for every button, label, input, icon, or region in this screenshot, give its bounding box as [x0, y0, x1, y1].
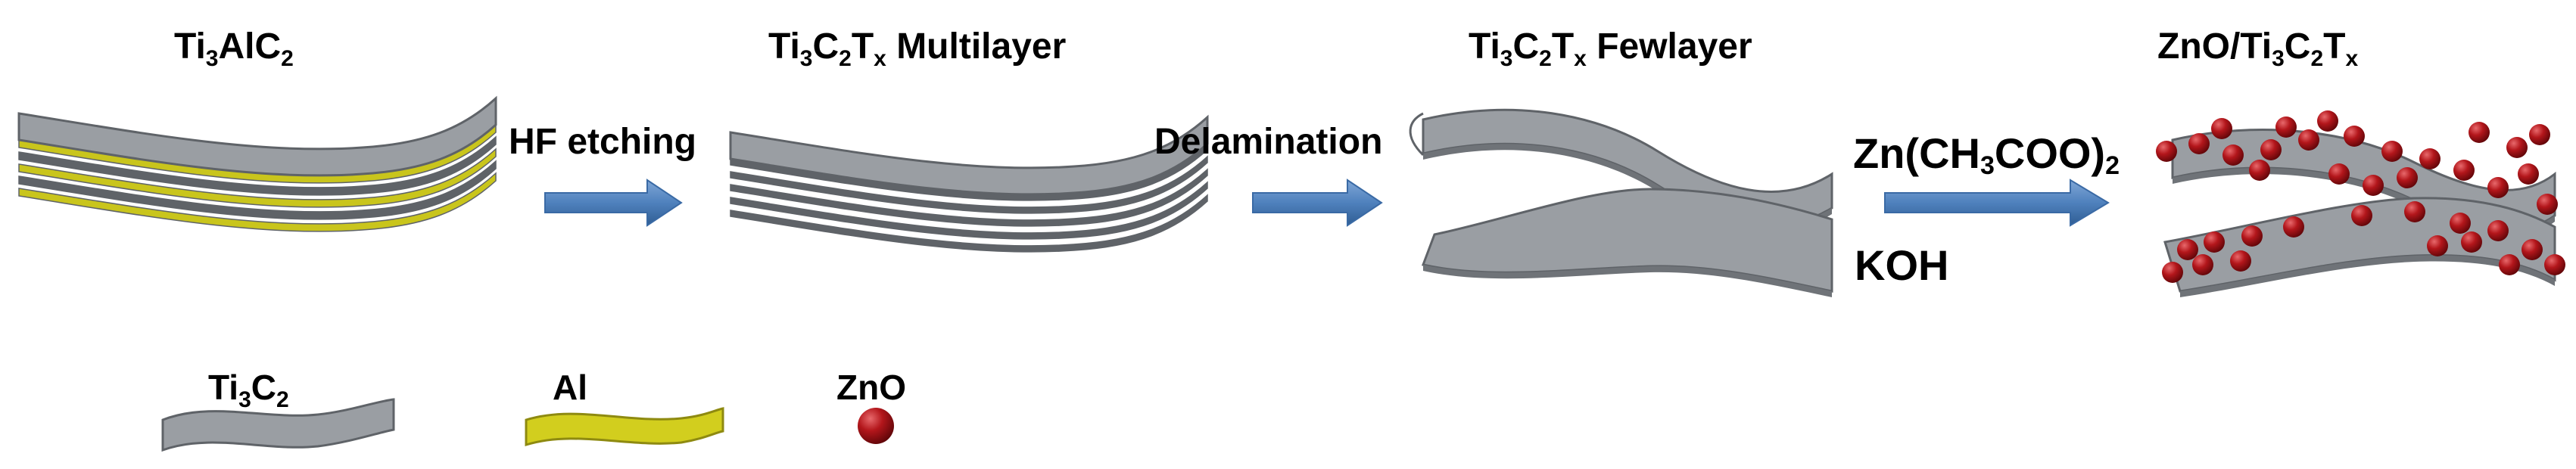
zno-particle-icon — [2222, 144, 2244, 166]
subscript: 3 — [1500, 46, 1513, 71]
zno-particle-icon — [2469, 122, 2490, 143]
zno-particle-icon — [2537, 194, 2558, 215]
zno-particle-icon — [2177, 239, 2198, 260]
stage-title-ti3alc2: Ti3AlC2 — [174, 26, 294, 71]
zno-particle-icon — [2363, 175, 2384, 196]
arrow-hf-etching-icon — [544, 179, 683, 227]
subscript: 3 — [2272, 46, 2285, 71]
zno-particle-icon — [2518, 163, 2539, 185]
subscript: 3 — [799, 46, 813, 71]
subscript: 3 — [238, 387, 251, 412]
legend-label-al: Al — [553, 368, 587, 407]
stage-title-multilayer: Ti3C2Tx Multilayer — [768, 26, 1067, 71]
arrow-delamination-icon — [1252, 179, 1383, 227]
zno-particle-icon — [2419, 148, 2441, 169]
subscript: 2 — [2105, 151, 2120, 180]
al-sheet-icon — [525, 407, 724, 447]
multilayer-stack-icon — [729, 114, 1209, 253]
zno-particle-icon — [2506, 137, 2528, 158]
subscript: 2 — [276, 387, 289, 412]
zno-particle-icon — [2275, 116, 2297, 138]
zno-particle-icon — [2283, 216, 2304, 238]
zno-particle-icon — [2397, 167, 2418, 188]
zno-particle-icon — [2499, 254, 2520, 275]
zno-particle-icon — [2461, 231, 2482, 253]
subscript: 2 — [1539, 46, 1552, 71]
legend-label-zno: ZnO — [836, 368, 906, 407]
legend-label-ti3c2: Ti3C2 — [208, 368, 289, 412]
stage-title-fewlayer: Ti3C2Tx Fewlayer — [1469, 26, 1752, 71]
step-label-hf-etching: HF etching — [509, 122, 696, 162]
zno-particle-icon — [2351, 205, 2372, 226]
subscript: 2 — [281, 46, 294, 71]
zno-particle-icon — [2427, 235, 2448, 256]
zno-particle-icon — [2298, 129, 2319, 151]
zno-decorated-sheets-icon — [2156, 110, 2565, 297]
zno-particle-icon — [2230, 250, 2251, 272]
arrow-zno-loading-icon — [1884, 179, 2110, 227]
zno-particle-icon — [2156, 141, 2177, 162]
zno-particle-icon — [2381, 141, 2403, 162]
zno-particle-icon — [2521, 239, 2543, 260]
zno-particle-icon — [2211, 118, 2232, 139]
zno-particle-icon — [2450, 213, 2471, 234]
ti3alc2-stack-icon — [17, 95, 497, 232]
zno-sphere-icon — [858, 408, 894, 444]
stage-title-zno-composite: ZnO/Ti3C2Tx — [2157, 26, 2359, 71]
zno-particle-icon — [2328, 163, 2350, 185]
zno-particle-icon — [2188, 133, 2210, 154]
zno-particle-icon — [2192, 254, 2213, 275]
zno-particle-icon — [2162, 262, 2183, 283]
subscript: x — [2345, 46, 2359, 71]
reagent-koh: KOH — [1855, 241, 1949, 289]
zno-particle-icon — [2204, 231, 2225, 253]
subscript: 2 — [839, 46, 852, 71]
subscript: x — [1574, 46, 1587, 71]
zno-particle-icon — [2344, 126, 2365, 147]
zno-particle-icon — [2544, 254, 2565, 275]
zno-particle-icon — [2487, 177, 2509, 198]
subscript: 3 — [1980, 151, 1995, 180]
zno-particle-icon — [2487, 220, 2509, 241]
subscript: 2 — [2310, 46, 2324, 71]
subscript: x — [874, 46, 886, 71]
zno-particle-icon — [2241, 225, 2263, 247]
ti3c2-sheet-icon — [161, 398, 395, 452]
zno-particle-icon — [2404, 201, 2425, 222]
reagent-zinc-acetate: Zn(CH3COO)2 — [1853, 129, 2120, 180]
subscript: 3 — [205, 46, 219, 71]
zno-particle-icon — [2249, 160, 2270, 181]
fewlayer-sheets-icon — [1409, 108, 1833, 297]
step-label-delamination: Delamination — [1154, 122, 1383, 162]
zno-particle-icon — [2260, 139, 2282, 160]
zno-particle-icon — [2453, 160, 2475, 181]
zno-particle-icon — [2317, 110, 2338, 132]
zno-particle-icon — [2529, 124, 2550, 145]
